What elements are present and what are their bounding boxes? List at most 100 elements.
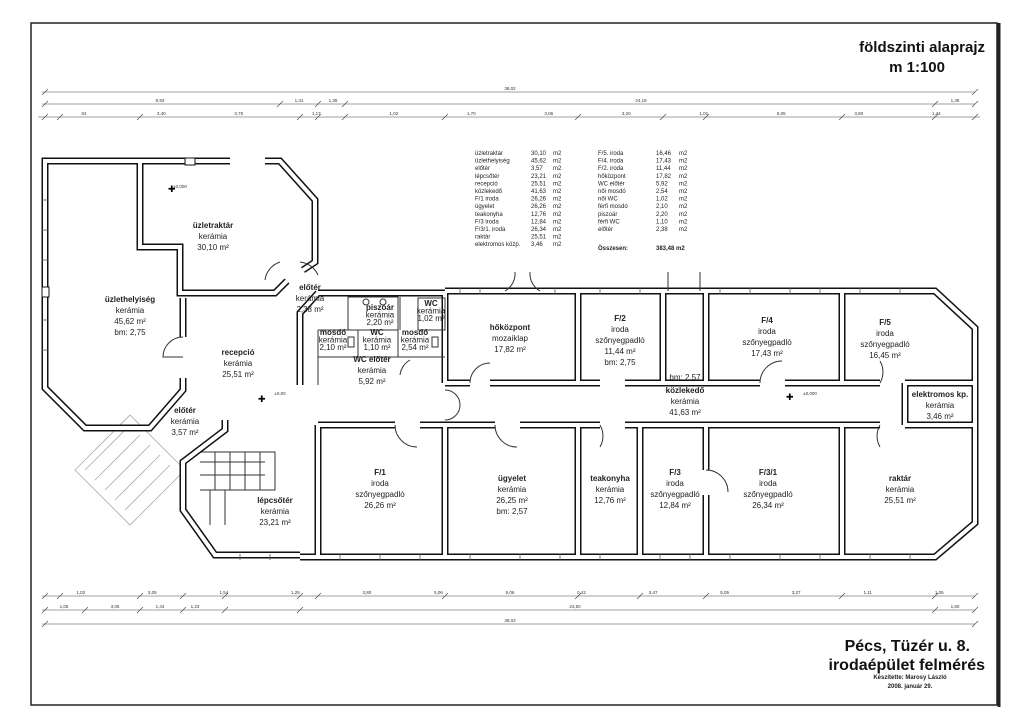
room-area: 16,45 m² [869, 351, 901, 360]
dim-label: 1,25 [291, 590, 300, 595]
area-table-room: WC előtér [598, 181, 625, 187]
area-table-unit: m2 [679, 212, 688, 218]
dim-label: 1,38 [951, 98, 960, 103]
room-floor: szőnyegpadló [595, 336, 645, 345]
room-sub: iroda [611, 325, 629, 334]
area-table-value: 30,10 [531, 151, 547, 157]
area-table-value: 26,34 [531, 227, 547, 233]
project-date: 2008. január 29. [888, 684, 933, 690]
room-sub: iroda [758, 327, 776, 336]
room-area: 12,84 m² [659, 501, 691, 510]
area-table-value: 1,10 [656, 219, 668, 225]
room-floor: kerámia [319, 336, 348, 345]
area-table-unit: m2 [553, 242, 562, 248]
room-floor: szőnyegpadló [650, 490, 700, 499]
area-table-value: 11,44 [656, 166, 671, 172]
area-table-room: F/3 iroda [475, 219, 499, 225]
room-floor: mozaiklap [492, 334, 529, 343]
area-table-room: recepció [475, 181, 498, 187]
area-table-value: 16,46 [656, 151, 672, 157]
dim-label: 3,06 [544, 111, 553, 116]
area-table-room: raktár [475, 235, 490, 241]
room-area: 3,46 m² [926, 412, 953, 421]
room-name: mosdó [320, 328, 346, 337]
area-table-room: hőközpont [598, 174, 626, 180]
area-table-room: női mosdó [598, 189, 626, 195]
room-floor: kerámia [171, 417, 200, 426]
area-table-value: 41,63 [531, 189, 547, 195]
dim-label: 1,02 [389, 111, 398, 116]
dim-label: 9,93 [156, 98, 165, 103]
room-note: bm: 2,75 [114, 328, 146, 337]
area-table-room: piszoár [598, 212, 617, 218]
room-floor: kerámia [366, 311, 395, 320]
room-floor: szőnyegpadló [860, 340, 910, 349]
area-table-room: férfi WC [598, 219, 620, 225]
dim-label: 3,70 [234, 111, 243, 116]
area-table-unit: m2 [679, 197, 688, 203]
room-name: F/2 [614, 314, 626, 323]
room-name: raktár [889, 474, 911, 483]
plan-scale: m 1:100 [889, 59, 945, 76]
area-table-unit: m2 [553, 151, 562, 157]
area-table-room: teakonyha [475, 212, 503, 218]
room-area: 41,63 m² [669, 408, 701, 417]
dim-label: 1,17 [312, 111, 321, 116]
room-name: F/5 [879, 318, 891, 327]
area-table-total-label: Összesen: [598, 245, 628, 252]
level-marker: ±0,000 [173, 184, 187, 189]
dim-label: 1,05 [60, 604, 69, 609]
room-area: 1,02 m² [417, 314, 444, 323]
area-table-unit: m2 [553, 204, 562, 210]
room-name: előtér [174, 406, 196, 415]
room-area: 17,82 m² [494, 345, 526, 354]
staircase [200, 451, 276, 525]
area-table-room: F/5. iroda [598, 151, 624, 157]
room-area: 45,62 m² [114, 317, 146, 326]
room-floor: kerámia [417, 307, 446, 316]
dim-label: 34 [81, 111, 87, 116]
room-area: 17,43 m² [751, 349, 783, 358]
room-name: üzlethelyiség [105, 295, 155, 304]
dimension-lines-top [38, 88, 980, 628]
area-table-unit: m2 [553, 174, 562, 180]
area-table-unit: m2 [553, 159, 562, 165]
dim-label: 1,44 [932, 111, 941, 116]
room-area: 26,34 m² [752, 501, 784, 510]
area-table-value: 12,84 [531, 219, 547, 225]
dim-label: 3,05 [148, 590, 157, 595]
room-floor: kerámia [199, 232, 228, 241]
dim-label: 1,31 [295, 98, 304, 103]
area-table-room: lépcsőtér [475, 174, 499, 180]
room-name: előtér [299, 283, 321, 292]
doors [162, 261, 884, 493]
dim-label: 3,47 [649, 590, 658, 595]
area-table-unit: m2 [679, 204, 688, 210]
plan-title: földszinti alaprajz [859, 39, 985, 56]
project-author: Készítette: Marosy László [873, 675, 947, 681]
area-table-unit: m2 [553, 197, 562, 203]
room-floor: kerámia [363, 336, 392, 345]
dim-label: 5,05 [720, 590, 729, 595]
room-name: WC [370, 328, 384, 337]
room-area: 5,92 m² [358, 377, 385, 386]
room-area: 11,44 m² [605, 347, 636, 356]
room-height: bm: 2,57 [669, 373, 701, 382]
dim-label: 3,80 [363, 590, 372, 595]
dim-label: 5,06 [506, 590, 515, 595]
